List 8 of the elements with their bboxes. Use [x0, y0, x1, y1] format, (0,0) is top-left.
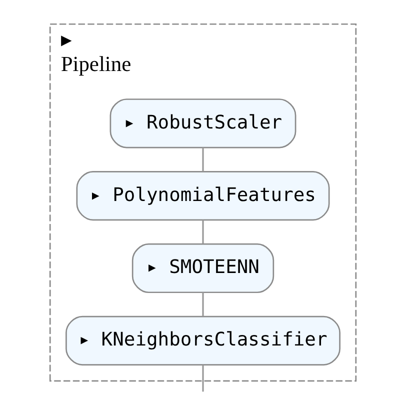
node-box: ▸ RobustScaler: [109, 98, 296, 148]
connector: [202, 148, 204, 172]
node-box: ▸ PolynomialFeatures: [76, 171, 330, 221]
connector: [202, 220, 204, 244]
connector: [202, 292, 204, 316]
node-box: ▸ KNeighborsClassifier: [65, 316, 340, 366]
node-box: ▸ SMOTEENN: [131, 243, 274, 294]
connector: [202, 365, 204, 392]
